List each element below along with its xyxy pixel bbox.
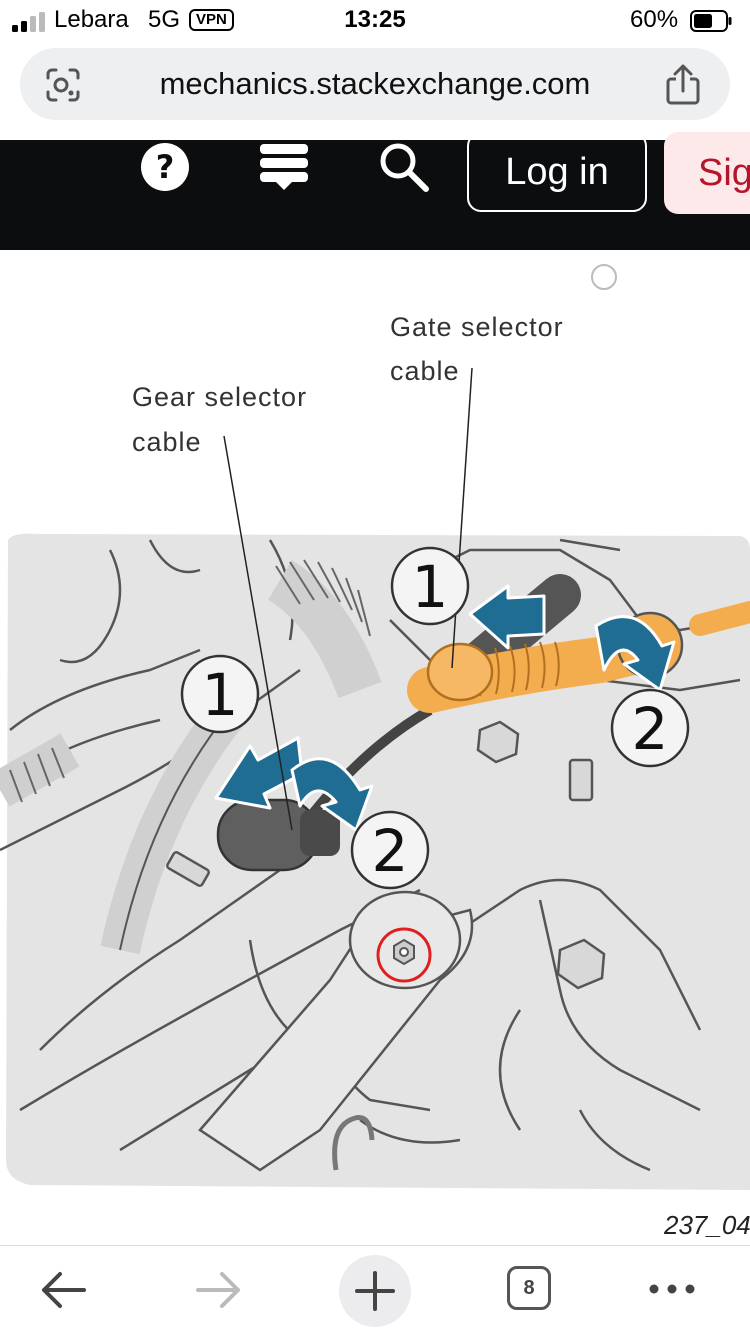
back-arrow-icon[interactable] (40, 1270, 86, 1310)
network-type: 5G (148, 6, 181, 33)
svg-text:?: ? (156, 148, 175, 186)
share-icon[interactable] (664, 64, 702, 106)
step-label-2-gate: 2 (632, 695, 669, 763)
gear-caption-line2: cable (132, 427, 202, 457)
gear-selector-cable (216, 705, 433, 872)
site-header (0, 140, 750, 250)
plus-icon (355, 1271, 395, 1311)
vpn-badge: VPN (189, 9, 234, 31)
login-button[interactable]: Log in (467, 132, 647, 212)
battery-icon (690, 10, 732, 32)
arrow-2-gate (594, 615, 676, 692)
direction-arrows (214, 584, 676, 832)
help-icon[interactable]: ? (140, 142, 190, 192)
shift-cable-diagram: 1 1 2 2 Gate selector cable Gear selecto… (0, 312, 750, 1190)
image-indicator-circle (591, 264, 617, 290)
bolt-heads (166, 720, 606, 990)
corrugated-hose (0, 560, 382, 955)
carrier-name: Lebara (54, 6, 129, 33)
gate-caption-line1: Gate selector (390, 312, 564, 342)
site-header-controls: ? Log in Sig (0, 0, 750, 250)
forward-arrow-icon[interactable] (196, 1270, 242, 1310)
step-bubble (180, 546, 690, 890)
new-tab-button[interactable] (339, 1255, 411, 1327)
status-time: 13:25 (344, 6, 406, 33)
wire-hook (332, 1115, 375, 1171)
browser-toolbar: 8 (0, 1245, 750, 1335)
figure-id: 237_04 (664, 1210, 750, 1240)
arrow-1-gear (214, 736, 304, 810)
search-icon[interactable] (376, 140, 432, 192)
achievements-inbox-icon[interactable] (258, 140, 310, 192)
arrow-2-gear (290, 757, 374, 832)
lens-icon[interactable] (44, 66, 82, 104)
step-label-1-gate: 1 (412, 553, 449, 621)
url-text[interactable]: mechanics.stackexchange.com (159, 66, 591, 101)
battery-percent: 60% (630, 6, 679, 33)
address-bar[interactable]: mechanics.stackexchange.com (20, 48, 730, 120)
signup-button[interactable]: Sig (664, 132, 750, 214)
step-label-2-gear: 2 (372, 817, 409, 885)
cellular-signal-icon (12, 12, 45, 32)
step-label-1-gear: 1 (202, 661, 239, 729)
gate-caption-line2: cable (390, 356, 460, 386)
lever-nut (393, 938, 415, 966)
more-dots-icon[interactable] (648, 1274, 696, 1304)
arrow-1-gate (468, 584, 546, 650)
status-bar: Lebara 5G VPN 13:25 60% (0, 0, 750, 44)
tab-switcher-button[interactable]: 8 (507, 1266, 551, 1310)
leader-lines (223, 367, 473, 831)
highlight-ring (376, 927, 432, 983)
gear-caption-line1: Gear selector (132, 382, 307, 412)
